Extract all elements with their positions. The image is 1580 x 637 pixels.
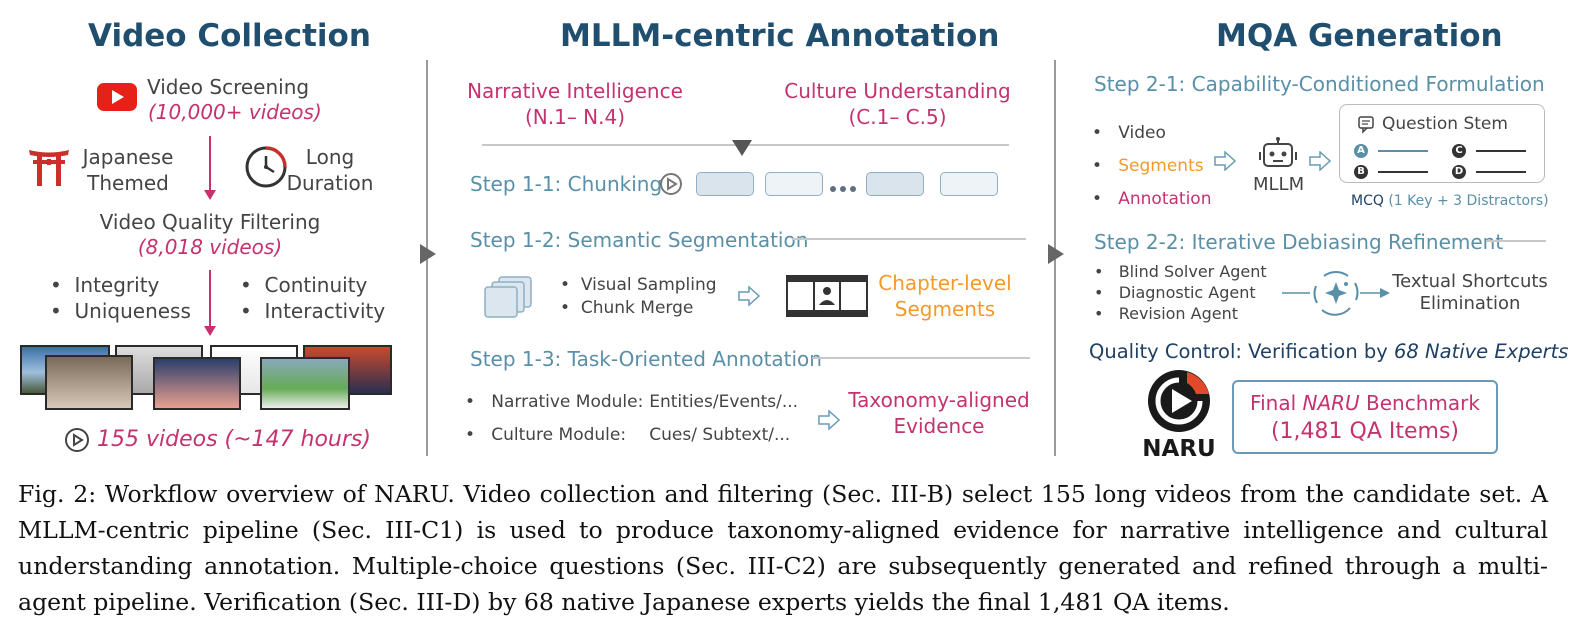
arrow-right-icon xyxy=(1309,150,1332,176)
play-circle-icon xyxy=(659,172,683,201)
agent-list: • Blind Solver Agent • Diagnostic Agent … xyxy=(1094,261,1267,324)
naru-logo-text: NARU xyxy=(1142,436,1215,460)
arrow-right-icon xyxy=(1046,243,1066,270)
chunk-block xyxy=(765,172,823,196)
list-item: • Video xyxy=(1092,123,1166,143)
naru-logo-icon: NARU xyxy=(1140,368,1218,465)
narrative-intelligence-label: Narrative Intelligence (N.1– N.4) xyxy=(467,79,683,129)
list-item: • Revision Agent xyxy=(1094,304,1239,323)
list-item: • Annotation xyxy=(1092,189,1212,209)
arrow-right-icon xyxy=(738,285,761,311)
final-benchmark-box: Final NARU Benchmark (1,481 QA Items) xyxy=(1232,380,1498,454)
arrow-right-icon xyxy=(418,243,438,270)
list-item: • Narrative Module:Entities/Events/... xyxy=(465,392,799,412)
annotation-title: MLLM-centric Annotation xyxy=(560,18,1000,54)
option-c: C xyxy=(1452,142,1532,158)
step-1-3-label: Step 1-3: Task-Oriented Annotation xyxy=(470,347,822,371)
final-video-count: 155 videos (~147 hours) xyxy=(97,427,371,452)
stack-icon xyxy=(484,275,536,326)
mllm-label: MLLM xyxy=(1253,174,1305,195)
chunk-block xyxy=(866,172,924,196)
step-1-2-label: Step 1-2: Semantic Segmentation xyxy=(470,228,809,252)
list-item: • Continuity xyxy=(240,273,368,297)
robot-icon xyxy=(1258,136,1298,177)
question-icon xyxy=(1358,115,1378,140)
list-item: • Interactivity xyxy=(240,299,386,323)
segmentation-steps: • Visual Sampling • Chunk Merge xyxy=(560,274,717,320)
ellipsis-dots xyxy=(829,180,859,198)
step-1-1-label: Step 1-1: Chunking xyxy=(470,172,663,196)
criteria-left-list: • Integrity • Uniqueness xyxy=(50,272,191,324)
list-item: • Diagnostic Agent xyxy=(1094,283,1256,302)
long-duration-label: Long Duration xyxy=(286,145,374,195)
filmstrip-icon xyxy=(786,275,868,322)
step-rule xyxy=(1486,240,1546,242)
chunk-block xyxy=(940,172,998,196)
quality-filtering-count: (8,018 videos) xyxy=(137,235,283,259)
shortcut-elimination-output: Textual Shortcuts Elimination xyxy=(1392,271,1548,314)
option-b: B xyxy=(1354,163,1434,179)
list-item: • Visual Sampling xyxy=(560,275,717,295)
list-item: • Blind Solver Agent xyxy=(1094,262,1267,281)
mcq-caption: MCQ (1 Key + 3 Distractors) xyxy=(1351,193,1549,209)
step-2-2-label: Step 2-2: Iterative Debiasing Refinement xyxy=(1094,230,1504,254)
option-d: D xyxy=(1452,163,1532,179)
mqa-title: MQA Generation xyxy=(1216,18,1503,54)
chapter-segments-output: Chapter-level Segments xyxy=(878,271,1012,321)
annotation-modules: • Narrative Module:Entities/Events/... •… xyxy=(465,386,798,452)
arrow-right-icon xyxy=(1214,150,1237,176)
option-a: A xyxy=(1354,142,1434,158)
video-screening-label: Video Screening xyxy=(147,75,310,99)
list-item: • Chunk Merge xyxy=(560,298,694,318)
play-circle-icon xyxy=(64,427,90,458)
video-screening-count: (10,000+ videos) xyxy=(148,100,322,124)
arrow-right-icon xyxy=(818,409,841,435)
list-item: • Integrity xyxy=(50,273,160,297)
final-benchmark-title: Final NARU Benchmark xyxy=(1250,391,1480,415)
torii-gate-icon xyxy=(28,147,70,192)
quality-control-label: Quality Control: Verification by 68 Nati… xyxy=(1089,340,1569,363)
criteria-right-list: • Continuity • Interactivity xyxy=(240,272,385,324)
video-thumbnails xyxy=(20,345,392,413)
chunk-block xyxy=(696,172,754,196)
quality-filtering-label: Video Quality Filtering xyxy=(99,210,321,234)
culture-understanding-label: Culture Understanding (C.1– C.5) xyxy=(784,79,1011,129)
youtube-icon xyxy=(97,83,137,116)
taxonomy-evidence-output: Taxonomy-aligned Evidence xyxy=(848,388,1030,438)
list-item: • Uniqueness xyxy=(50,299,191,323)
question-stem-label: Question Stem xyxy=(1382,114,1508,134)
list-item: • Culture Module:Cues/ Subtext/... xyxy=(465,425,791,445)
list-item: • Segments xyxy=(1092,156,1204,176)
figure-caption: Fig. 2: Workflow overview of NARU. Video… xyxy=(18,480,1548,616)
flow-arrow-down xyxy=(202,136,218,207)
step-rule xyxy=(792,238,1026,240)
mqa-inputs: • Video • Segments • Annotation xyxy=(1092,117,1211,216)
step-rule xyxy=(812,357,1030,359)
flow-arrow-down xyxy=(202,270,218,343)
question-card: Question Stem A C B D xyxy=(1339,104,1545,183)
step-2-1-label: Step 2-1: Capability-Conditioned Formula… xyxy=(1094,72,1545,96)
clock-icon xyxy=(244,145,288,194)
japanese-themed-label: Japanese Themed xyxy=(82,145,174,195)
video-collection-title: Video Collection xyxy=(88,18,371,54)
merge-down-icon xyxy=(731,139,753,162)
final-benchmark-count: (1,481 QA Items) xyxy=(1270,419,1460,444)
sparkle-cycle-icon xyxy=(1280,268,1392,323)
